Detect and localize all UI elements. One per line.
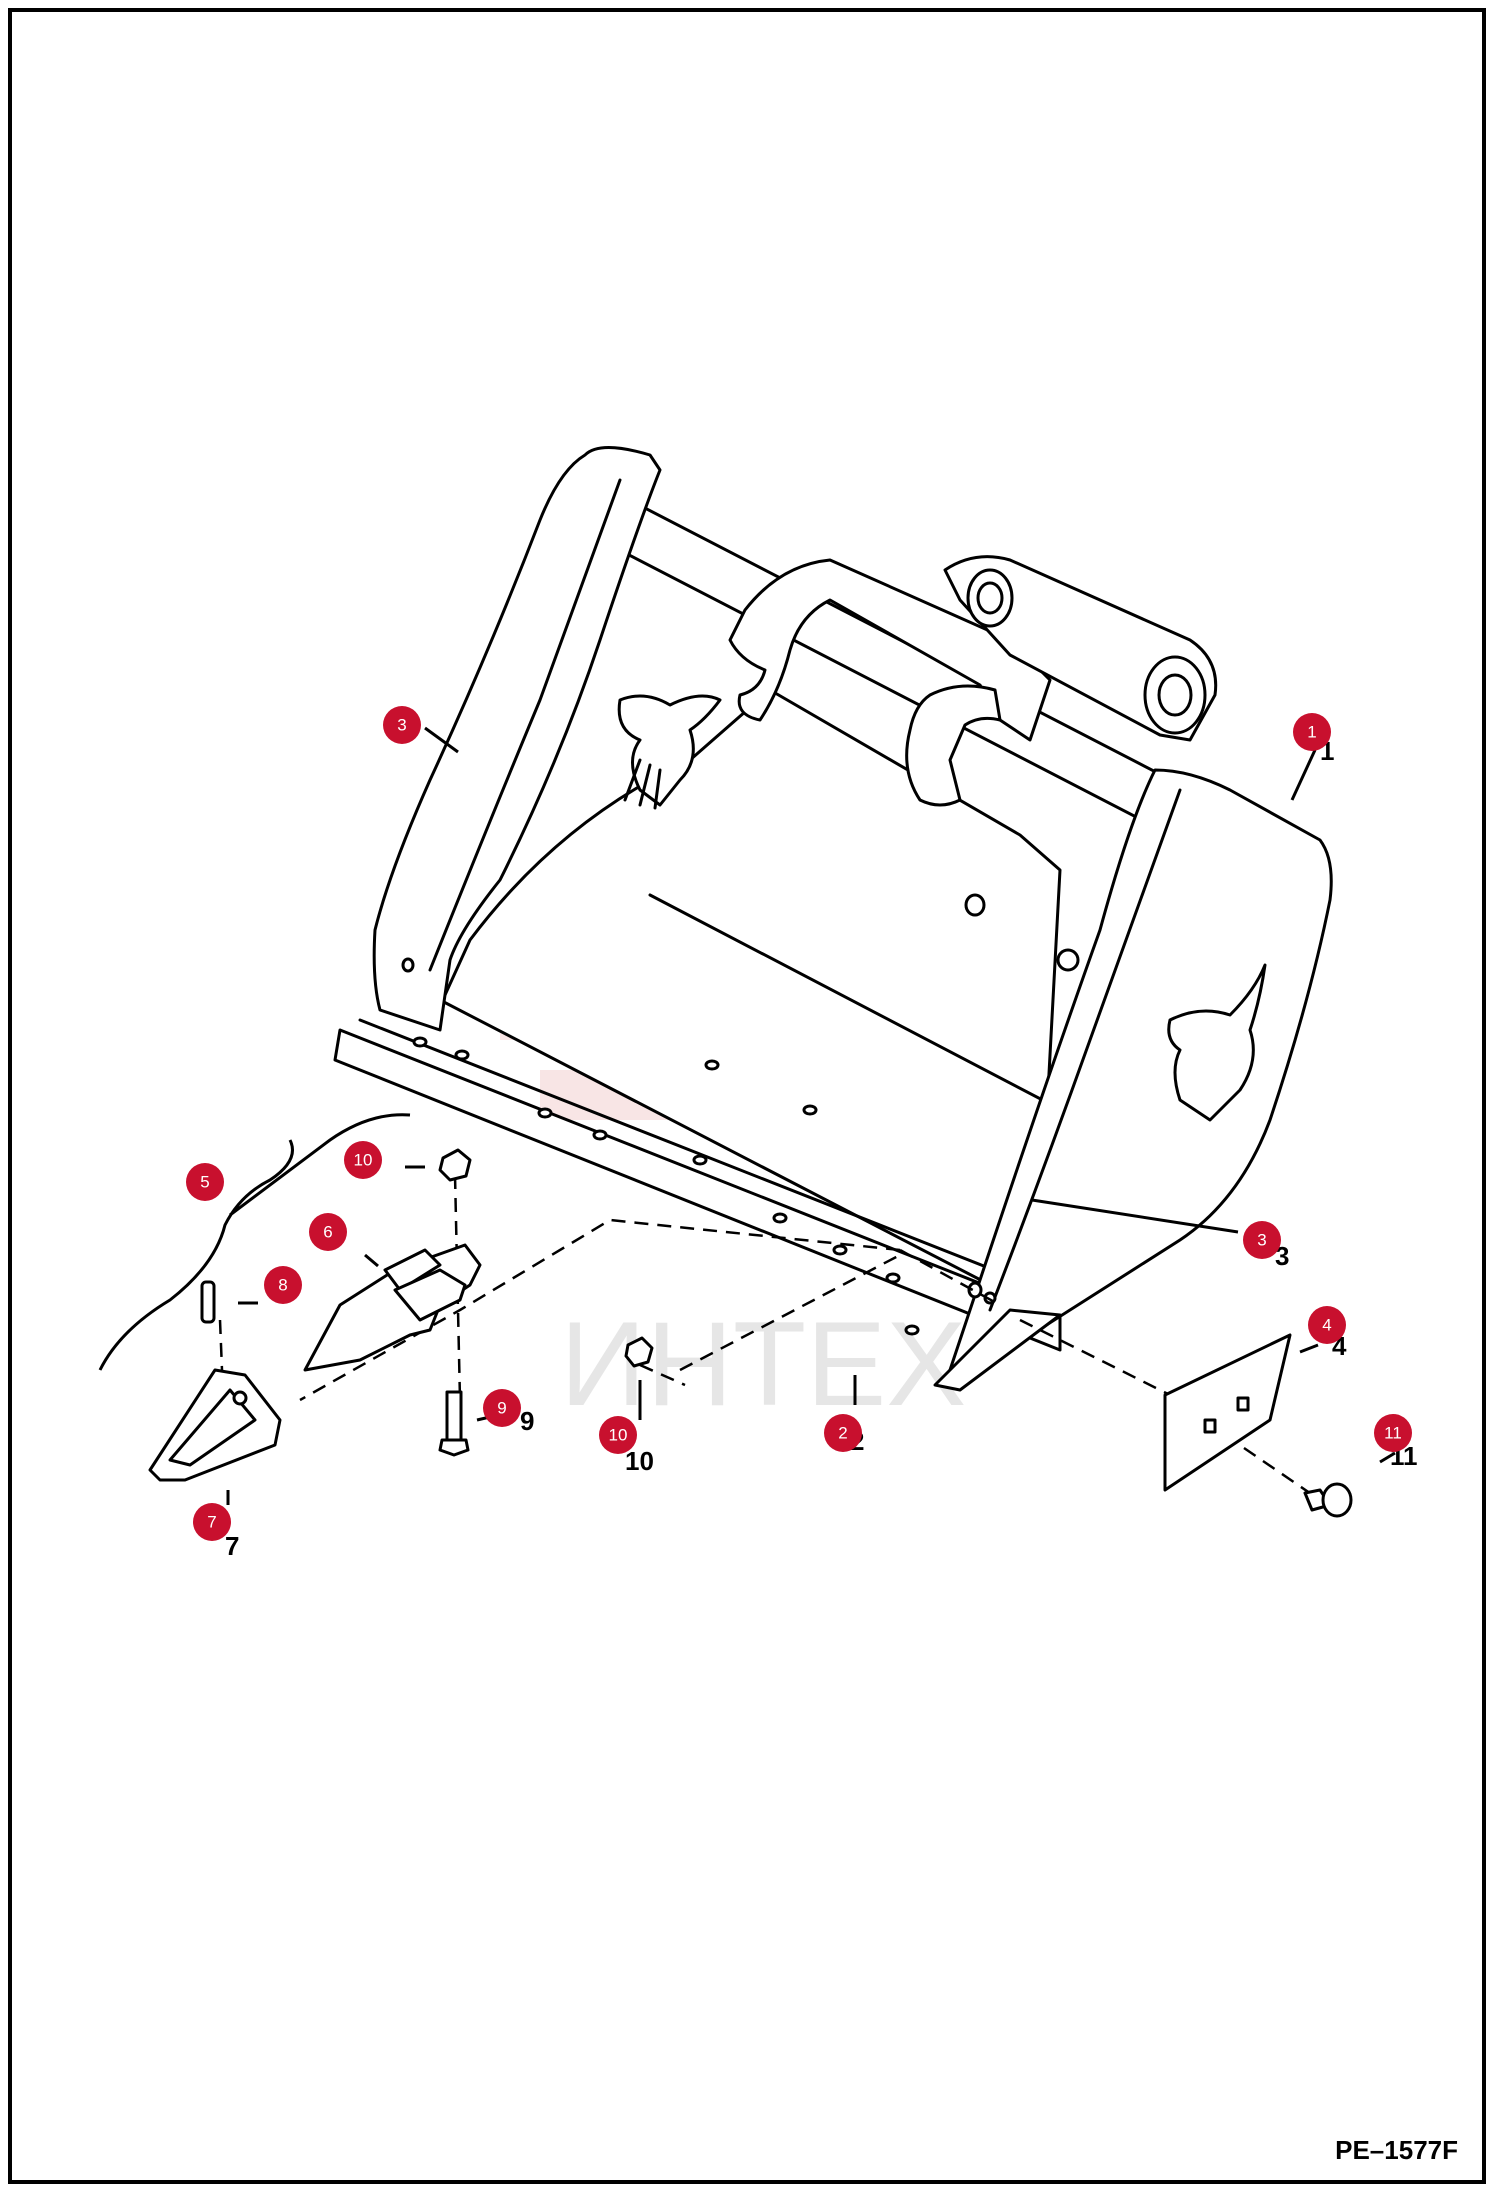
- svg-text:3: 3: [397, 716, 406, 735]
- assembly-lines: [218, 1174, 1321, 1502]
- svg-text:6: 6: [323, 1223, 332, 1242]
- callout-7: 7: [193, 1503, 231, 1541]
- callout-9: 9: [483, 1389, 521, 1427]
- label-9: 9: [520, 1406, 534, 1436]
- callout-11: 11: [1374, 1414, 1412, 1452]
- retainer-wire: [98, 1113, 411, 1371]
- callout-10-center: 10: [599, 1416, 637, 1454]
- callout-2: 2: [824, 1414, 862, 1452]
- nut-center: [624, 1336, 654, 1368]
- callout-4: 4: [1308, 1306, 1346, 1344]
- bobcat-logo-left: [617, 694, 722, 810]
- nut-top: [438, 1148, 472, 1182]
- callout-5: 5: [186, 1163, 224, 1201]
- svg-text:2: 2: [838, 1424, 847, 1443]
- plow-bolt: [1303, 1482, 1353, 1518]
- label-7: 7: [225, 1531, 239, 1561]
- callout-6: 6: [309, 1213, 347, 1251]
- watermark-text: ИНТЕХ: [560, 1297, 966, 1431]
- figure-code: PE–1577F: [1335, 2135, 1458, 2165]
- bobcat-logo-right: [1167, 963, 1267, 1122]
- side-cutter: [1163, 1333, 1292, 1492]
- callout-3-right: 3: [1243, 1221, 1281, 1259]
- svg-text:9: 9: [497, 1399, 506, 1418]
- callout-3-left: 3: [383, 706, 421, 744]
- svg-text:7: 7: [207, 1513, 216, 1532]
- tooth-pin: [200, 1280, 216, 1324]
- cutting-edge-holes: [412, 1036, 920, 1336]
- svg-text:1: 1: [1307, 723, 1316, 742]
- svg-text:4: 4: [1322, 1316, 1331, 1335]
- mounting-bracket: [728, 555, 1218, 807]
- callout-markers: 1 2 3 3 4 5 6 7: [186, 706, 1412, 1541]
- svg-text:5: 5: [200, 1173, 209, 1192]
- svg-text:10: 10: [609, 1426, 628, 1445]
- callout-leaders: [226, 726, 1396, 1505]
- bucket: [333, 446, 1333, 1392]
- callout-10-top: 10: [344, 1141, 382, 1179]
- svg-text:11: 11: [1384, 1424, 1402, 1443]
- svg-text:10: 10: [354, 1151, 373, 1170]
- tooth-adapter: [303, 1243, 482, 1372]
- tooth-tip: [148, 1368, 282, 1482]
- svg-text:8: 8: [278, 1276, 287, 1295]
- callout-1: 1: [1293, 713, 1331, 751]
- label-10: 10: [625, 1446, 654, 1476]
- svg-text:3: 3: [1257, 1231, 1266, 1250]
- bolt: [438, 1390, 470, 1457]
- callout-8: 8: [264, 1266, 302, 1304]
